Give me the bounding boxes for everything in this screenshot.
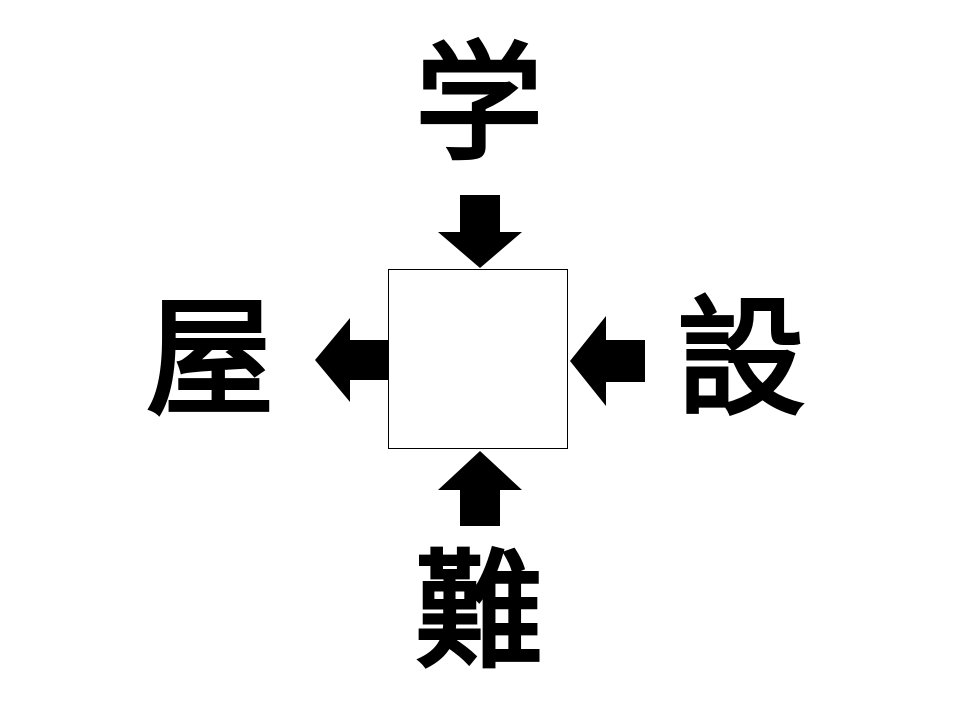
arrow-down-icon bbox=[438, 195, 522, 268]
arrow-up-icon bbox=[438, 451, 522, 526]
clue-kanji-top: 学 bbox=[414, 30, 543, 179]
clue-kanji-right: 設 bbox=[676, 285, 805, 434]
arrow-left-icon bbox=[570, 316, 645, 406]
clue-kanji-left: 屋 bbox=[145, 285, 274, 434]
arrow-left-out-icon bbox=[315, 318, 389, 402]
answer-box[interactable] bbox=[388, 269, 568, 449]
clue-kanji-bottom: 難 bbox=[414, 538, 543, 687]
